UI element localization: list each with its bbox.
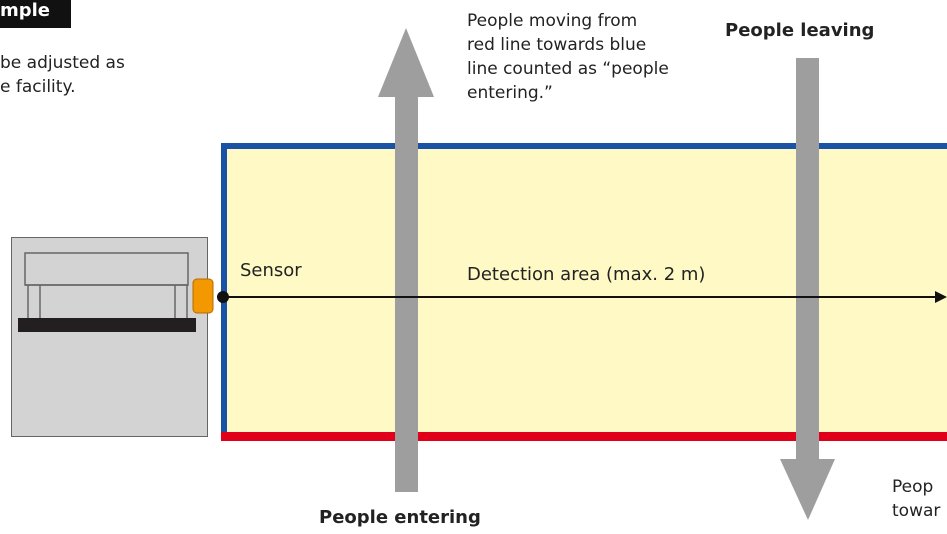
red-boundary-line bbox=[221, 432, 947, 441]
detection-range-arrow bbox=[217, 291, 947, 303]
callout-line-1: People moving from bbox=[467, 11, 638, 31]
example-tag: mple bbox=[0, 0, 71, 28]
right-note-line-1: Peop bbox=[892, 477, 934, 497]
leaving-arrow bbox=[780, 58, 835, 520]
people-leaving-label: People leaving bbox=[725, 20, 875, 41]
sensor-icon bbox=[192, 278, 214, 314]
right-note-line-2: towar bbox=[892, 501, 941, 521]
detection-area-label: Detection area (max. 2 m) bbox=[467, 264, 706, 285]
callout-line-2: red line towards blue bbox=[467, 35, 647, 55]
sensor-device bbox=[11, 237, 208, 437]
device-mount bbox=[18, 252, 196, 332]
people-entering-label: People entering bbox=[319, 507, 481, 528]
adjustment-note-line-1: be adjusted as bbox=[0, 53, 125, 73]
adjustment-note-line-2: e facility. bbox=[0, 77, 76, 97]
leaving-rule-note: Peop towar bbox=[892, 475, 940, 523]
entering-arrow bbox=[378, 28, 434, 492]
callout-line-4: entering.” bbox=[467, 83, 553, 103]
adjustment-note: be adjusted as e facility. bbox=[0, 51, 125, 99]
sensor-label: Sensor bbox=[240, 260, 302, 281]
detection-zone bbox=[221, 143, 947, 440]
entering-rule-callout: People moving from red line towards blue… bbox=[467, 9, 717, 105]
example-tag-label: mple bbox=[0, 0, 51, 21]
callout-line-3: line counted as “people bbox=[467, 59, 669, 79]
